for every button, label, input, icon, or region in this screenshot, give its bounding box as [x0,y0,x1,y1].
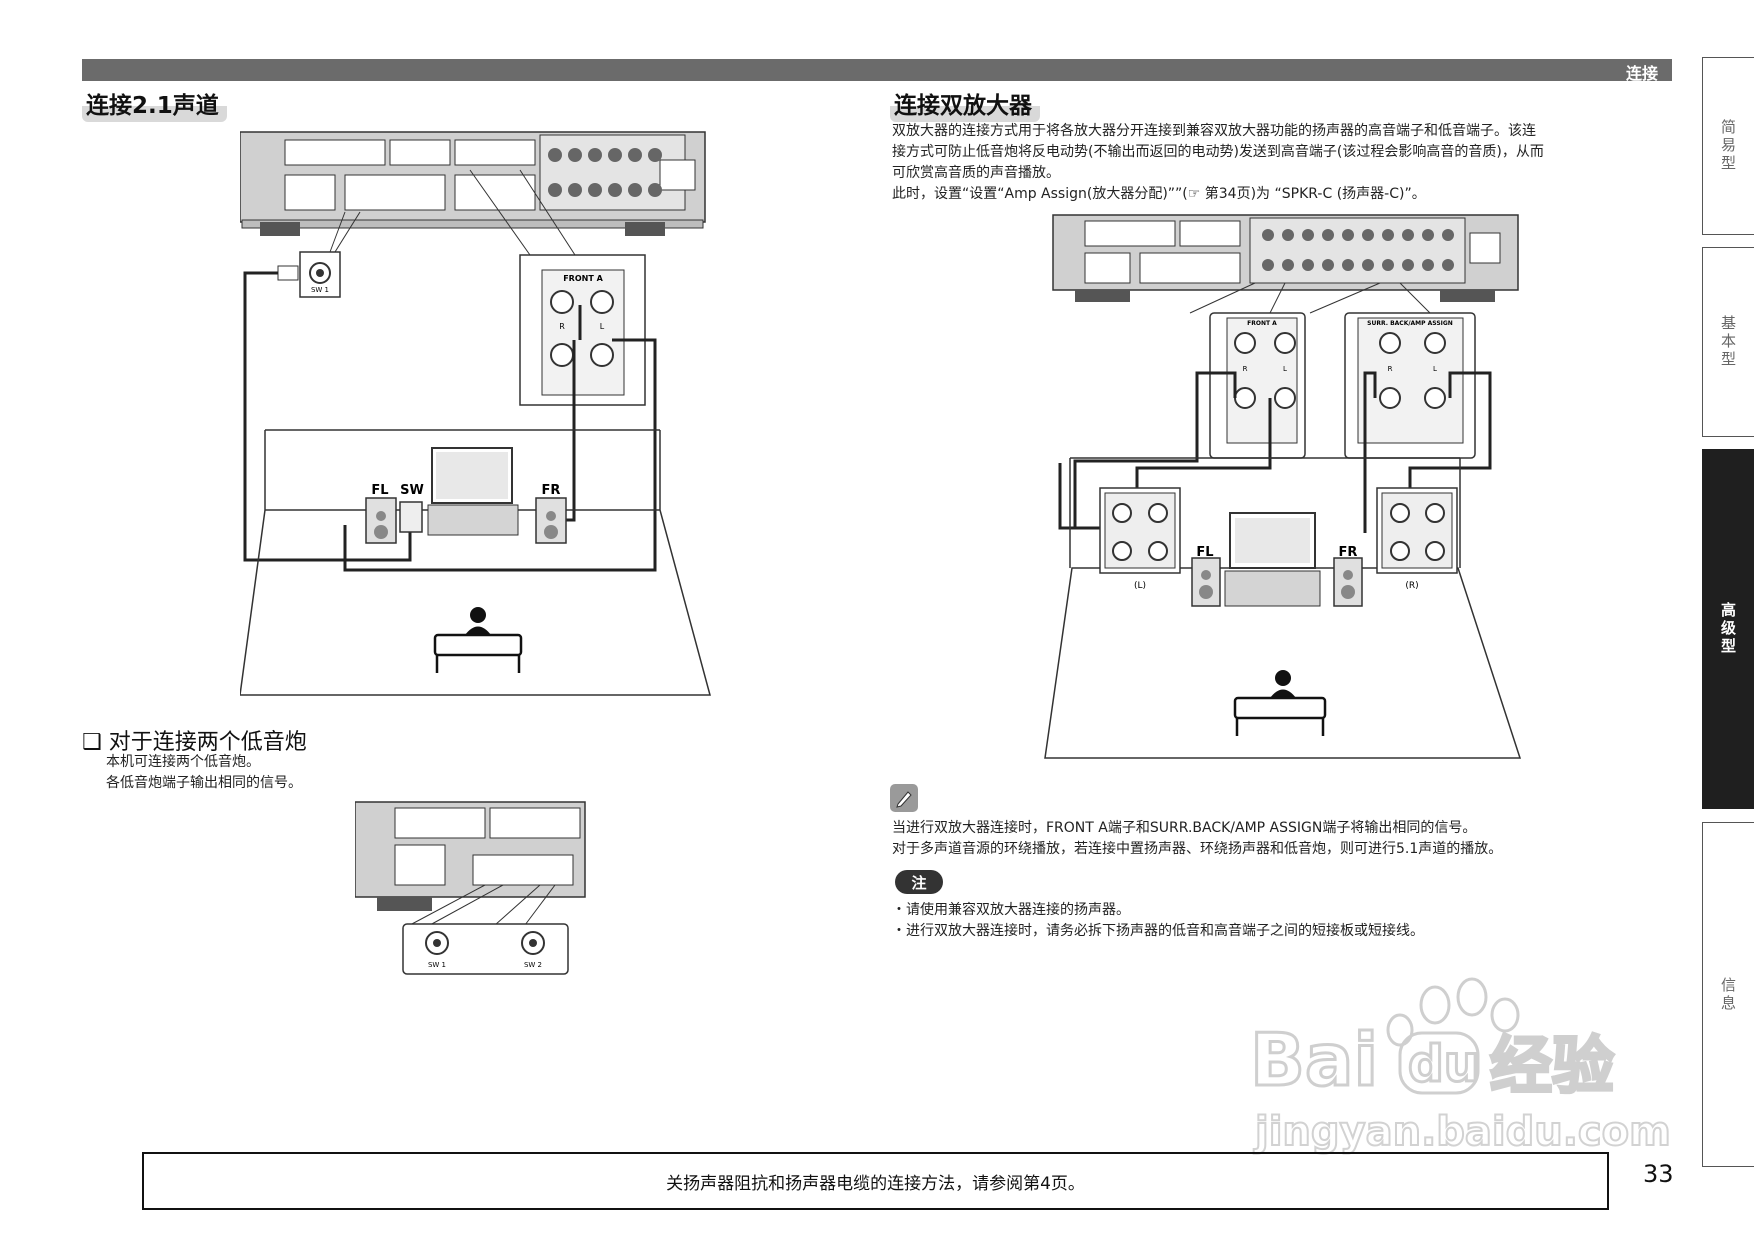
watermark-brand: Bai [1250,1018,1378,1102]
left-unit-label: (L) [1134,581,1146,591]
baidu-watermark: Bai du 经验 jingyan.baidu.com [1250,977,1670,1156]
right-unit-label: (R) [1405,581,1418,591]
sw-label: SW [400,483,424,498]
front-a-label: FRONT A [1247,320,1277,327]
fl-label: FL [371,483,388,498]
paragraph-line-3: 可欣赏高音质的声音播放。 [892,165,1060,181]
page-number: 33 [1643,1160,1674,1188]
memo-pencil-icon [890,784,918,812]
paragraph-line-2: 接方式可防止低音炮将反电动势(不输出而返回的电动势)发送到高音端子(该过程会影响… [892,144,1544,160]
memo-line-1: 当进行双放大器连接时，FRONT A端子和SURR.BACK/AMP ASSIG… [892,820,1477,836]
tab-advanced[interactable]: 高级型 [1702,449,1754,809]
watermark-url: jingyan.baidu.com [1253,1109,1670,1155]
front-a-r: R [559,322,565,331]
side-tabs: 简易型 基本型 高级型 信息 [1702,57,1754,1167]
fl-label: FL [1196,545,1213,560]
sub-line-1: 本机可连接两个低音炮。 [106,754,260,770]
surr-r: R [1388,365,1393,373]
left-section-title: 连接2.1声道 [82,86,227,122]
sw2-label: SW 2 [524,961,542,969]
left-subtitle: ❑ 对于连接两个低音炮 [82,730,307,755]
surr-back-label: SURR. BACK/AMP ASSIGN [1367,320,1453,327]
sw1-label: SW 1 [428,961,446,969]
front-l: L [1283,365,1287,373]
sw1-terminal-label: SW 1 [311,286,329,294]
front-r: R [1243,365,1248,373]
paragraph-line-4: 此时，设置“设置“Amp Assign(放大器分配)””(☞ 第34页)为 “S… [892,186,1426,202]
fr-label: FR [1339,545,1358,560]
note-badge: 注 [895,870,943,894]
front-a-l: L [600,322,605,331]
watermark-cn: 经验 [1490,1029,1614,1102]
surr-l: L [1433,365,1437,373]
front-a-label: FRONT A [563,274,603,283]
section-label: 连接 [1625,64,1658,83]
fr-label: FR [542,483,561,498]
right-section-title: 连接双放大器 [890,86,1040,122]
paw-icon [1386,977,1520,1047]
watermark-brand-du: du [1408,1035,1479,1093]
footer-reference-box: 关扬声器阻抗和扬声器电缆的连接方法，请参阅第4页。 [142,1152,1609,1210]
memo-line-2: 对于多声道音源的环绕播放，若连接中置扬声器、环绕扬声器和低音炮，则可进行5.1声… [892,841,1503,857]
diagram-two-subwoofers: SW 1 SW 2 [355,801,586,975]
section-header-bar: 连接 [82,59,1672,83]
footer-text: 关扬声器阻抗和扬声器电缆的连接方法，请参阅第4页。 [666,1173,1085,1194]
paragraph-line-1: 双放大器的连接方式用于将各放大器分开连接到兼容双放大器功能的扬声器的高音端子和低… [892,123,1536,139]
diagram-2-1-channel: SW 1 FRONT A R L FL SW FR [240,131,711,696]
receiver-foot-right [625,222,665,236]
sub-line-2: 各低音炮端子输出相同的信号。 [106,775,302,791]
receiver-foot-left [260,222,300,236]
tab-basic[interactable]: 基本型 [1702,247,1754,437]
tab-simple[interactable]: 简易型 [1702,57,1754,235]
tab-info[interactable]: 信息 [1702,822,1754,1167]
diagram-bi-amp: FRONT A SURR. BACK/AMP ASSIGN R L R L (L… [1044,214,1522,759]
note-line-2: ・进行双放大器连接时，请务必拆下扬声器的低音和高音端子之间的短接板或短接线。 [892,923,1424,939]
note-line-1: ・请使用兼容双放大器连接的扬声器。 [892,902,1130,918]
